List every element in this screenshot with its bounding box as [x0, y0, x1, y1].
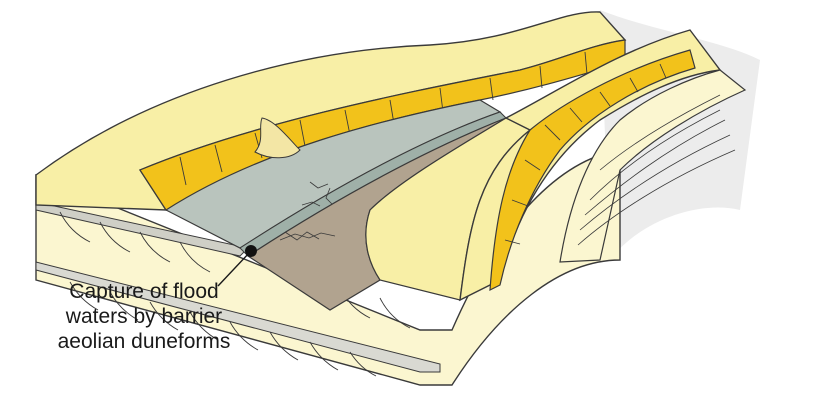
caption-line-2: waters by barrier	[0, 304, 288, 329]
caption-line-3: aeolian duneforms	[0, 329, 288, 354]
caption-line-1: Capture of flood	[0, 279, 288, 304]
annotation-caption: Capture of flood waters by barrier aeoli…	[0, 279, 288, 354]
capture-point-marker	[245, 245, 257, 257]
